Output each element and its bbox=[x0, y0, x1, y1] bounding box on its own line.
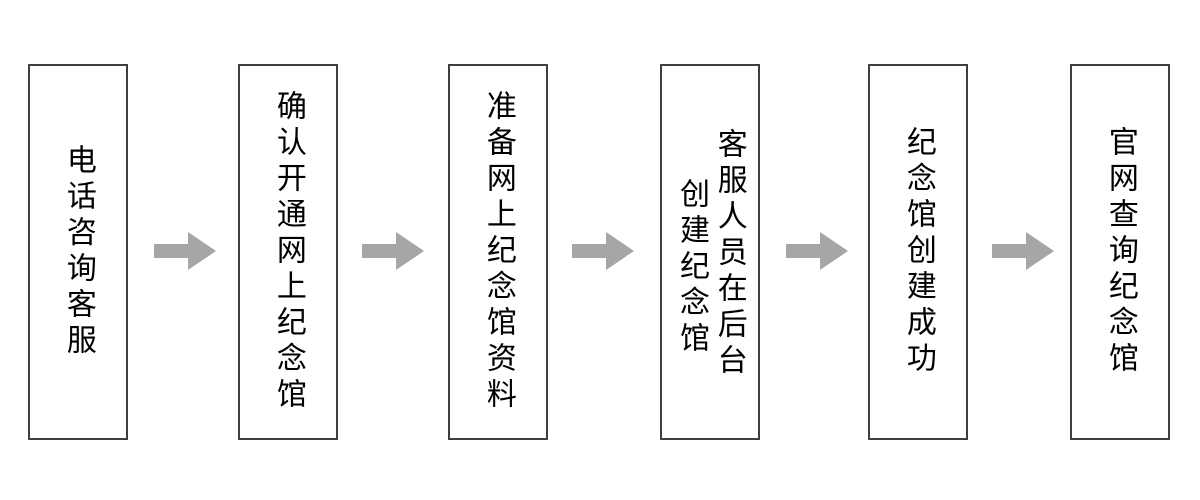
flow-node-5-label: 纪念馆创建成功 bbox=[900, 126, 936, 378]
flow-node-3[interactable]: 准备网上纪念馆资料 bbox=[448, 64, 548, 440]
flow-node-2[interactable]: 确认开通网上纪念馆 bbox=[238, 64, 338, 440]
flow-node-1[interactable]: 电话咨询客服 bbox=[28, 64, 128, 440]
flow-node-4[interactable]: 客服人员在后台 创建纪念馆 bbox=[660, 64, 760, 440]
right-arrow-icon bbox=[572, 232, 634, 270]
right-arrow-icon bbox=[992, 232, 1054, 270]
right-arrow-icon bbox=[362, 232, 424, 270]
flow-node-1-label: 电话咨询客服 bbox=[60, 144, 96, 360]
flow-node-2-label: 确认开通网上纪念馆 bbox=[270, 90, 306, 414]
flow-node-6[interactable]: 官网查询纪念馆 bbox=[1070, 64, 1170, 440]
flow-node-4-label-col2: 创建纪念馆 bbox=[674, 178, 709, 358]
right-arrow-icon bbox=[786, 232, 848, 270]
flow-node-3-label: 准备网上纪念馆资料 bbox=[480, 90, 516, 414]
flow-node-6-label: 官网查询纪念馆 bbox=[1102, 126, 1138, 378]
flow-node-5[interactable]: 纪念馆创建成功 bbox=[868, 64, 968, 440]
right-arrow-icon bbox=[154, 232, 216, 270]
flow-node-4-label-col1: 客服人员在后台 bbox=[711, 128, 747, 380]
